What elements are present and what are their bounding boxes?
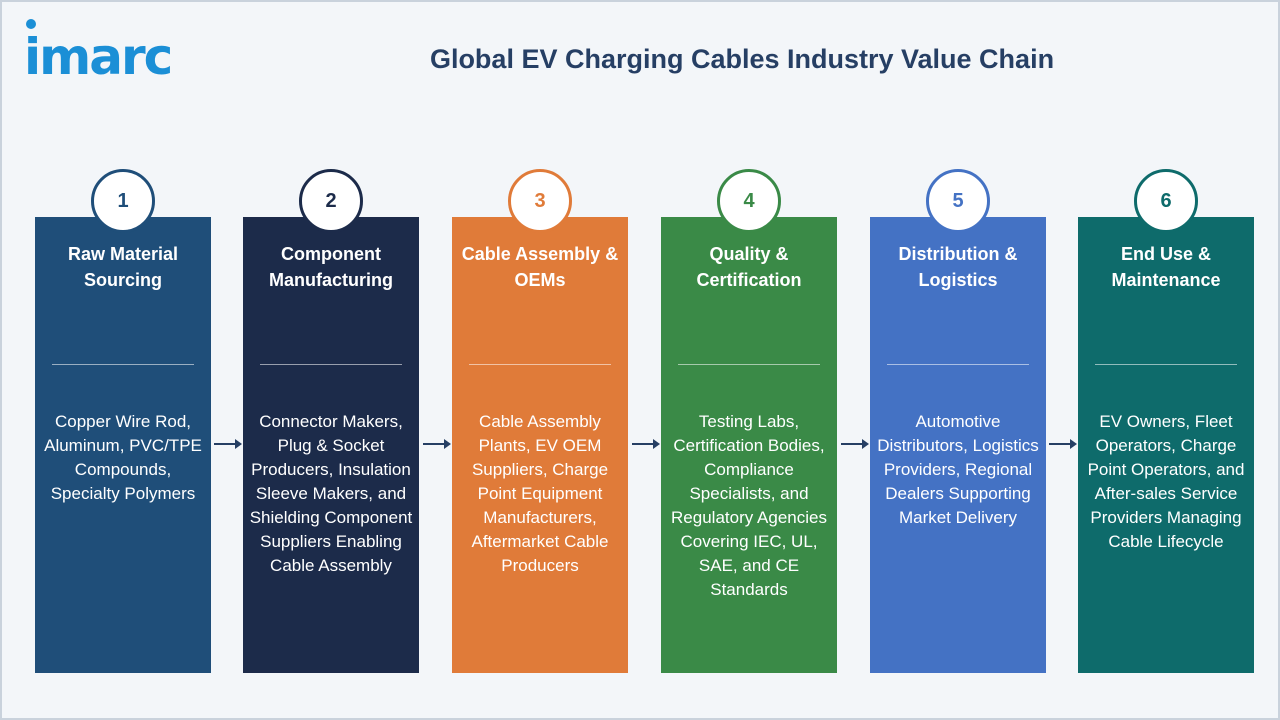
step-3-card: 3 Cable Assembly & OEMs Cable Assembly P… (452, 169, 628, 673)
step-number-badge: 1 (91, 169, 155, 233)
arrow-right-icon (632, 439, 660, 449)
step-description: Cable Assembly Plants, EV OEM Suppliers,… (471, 412, 609, 575)
divider (887, 364, 1029, 365)
divider (469, 364, 611, 365)
step-description: EV Owners, Fleet Operators, Charge Point… (1087, 412, 1245, 551)
step-6-card: 6 End Use & Maintenance EV Owners, Fleet… (1078, 169, 1254, 673)
divider (1095, 364, 1237, 365)
step-heading: Cable Assembly & OEMs (461, 244, 619, 290)
step-1-card: 1 Raw Material Sourcing Copper Wire Rod,… (35, 169, 211, 673)
step-heading: Raw Material Sourcing (67, 244, 179, 290)
divider (52, 364, 194, 365)
step-description: Testing Labs, Certification Bodies, Comp… (671, 412, 827, 599)
step-number-badge: 3 (508, 169, 572, 233)
step-description: Automotive Distributors, Logistics Provi… (877, 412, 1039, 527)
step-number-badge: 6 (1134, 169, 1198, 233)
step-4-card: 4 Quality & Certification Testing Labs, … (661, 169, 837, 673)
step-heading: Distribution & Logistics (898, 244, 1018, 290)
divider (678, 364, 820, 365)
arrow-right-icon (1049, 439, 1077, 449)
step-number-badge: 5 (926, 169, 990, 233)
step-number-badge: 2 (299, 169, 363, 233)
step-description: Connector Makers, Plug & Socket Producer… (249, 412, 413, 575)
imarc-logo: imarc (24, 28, 173, 86)
arrow-right-icon (423, 439, 451, 449)
step-number-badge: 4 (717, 169, 781, 233)
logo-dot (26, 19, 36, 29)
divider (260, 364, 402, 365)
step-heading: Quality & Certification (696, 244, 802, 290)
arrow-right-icon (841, 439, 869, 449)
arrow-right-icon (214, 439, 242, 449)
step-heading: Component Manufacturing (269, 244, 393, 290)
step-heading: End Use & Maintenance (1111, 244, 1221, 290)
step-2-card: 2 Component Manufacturing Connector Make… (243, 169, 419, 673)
page-title: Global EV Charging Cables Industry Value… (429, 44, 1055, 74)
step-5-card: 5 Distribution & Logistics Automotive Di… (870, 169, 1046, 673)
step-description: Copper Wire Rod, Aluminum, PVC/TPE Compo… (44, 412, 202, 503)
